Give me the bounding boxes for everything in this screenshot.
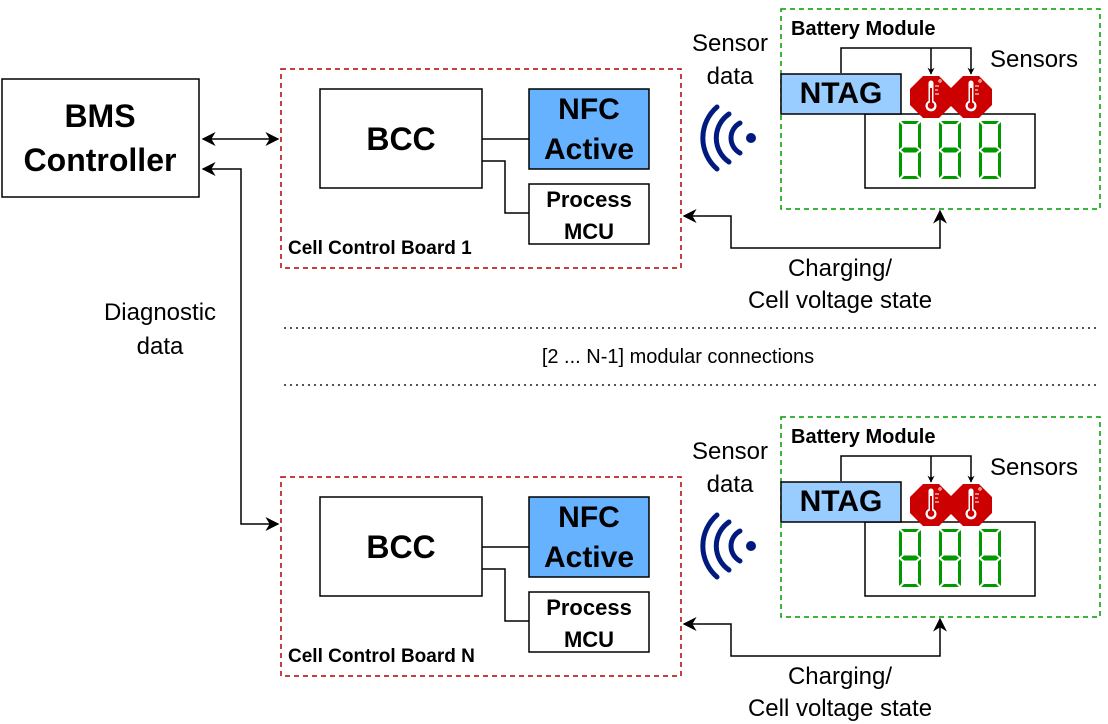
process-mcu-label-line2: MCU [564, 627, 614, 652]
sensors-label: Sensors [990, 46, 1078, 73]
ntag-label: NTAG [800, 485, 883, 518]
charging-state-link [682, 209, 947, 249]
ntag-box [780, 73, 902, 115]
cell-control-board-label: Cell Control Board N [288, 646, 475, 667]
wireless-signal-icon [703, 515, 756, 577]
board-group-1: BCC NFC Active Process MCU Cell Control … [280, 8, 1101, 314]
thermometer-icon [909, 483, 953, 527]
bcc-label: BCC [366, 121, 435, 157]
sensor-data-label-line2: data [707, 471, 754, 498]
thermometer-icon [909, 75, 953, 119]
nfc-label-line1: NFC [558, 93, 620, 126]
bcc-mcu-link [482, 160, 529, 214]
ntag-box [780, 481, 902, 523]
process-mcu-label-line2: MCU [564, 219, 614, 244]
bms-controller-label-line1: BMS [64, 98, 135, 134]
charging-label-line2: Cell voltage state [748, 695, 932, 722]
process-mcu-label-line1: Process [546, 595, 632, 620]
diagnostic-link [201, 162, 280, 531]
sensor-data-label-line2: data [707, 63, 754, 90]
charging-label-line1: Charging/ [788, 663, 892, 690]
sensor-data-label-line1: Sensor [692, 30, 768, 57]
sensor-bus-line [840, 455, 975, 483]
nfc-label-line2: Active [544, 133, 634, 166]
thermometer-icon [949, 483, 993, 527]
process-mcu-label-line1: Process [546, 187, 632, 212]
battery-module-label: Battery Module [791, 18, 935, 40]
bcc-box [319, 88, 483, 189]
nfc-active-box [528, 88, 650, 170]
bms-controller-label-line2: Controller [24, 142, 177, 178]
sensors-label: Sensors [990, 454, 1078, 481]
nfc-label-line1: NFC [558, 501, 620, 534]
cell-control-board-frame [280, 68, 682, 269]
board-group-n: BCC NFC Active Process MCU Cell Control … [280, 416, 1101, 722]
cell-control-board-frame [280, 476, 682, 677]
nfc-label-line2: Active [544, 541, 634, 574]
charging-state-link [682, 617, 947, 657]
thermometer-icon [949, 75, 993, 119]
charging-label-line2: Cell voltage state [748, 287, 932, 314]
ntag-label: NTAG [800, 77, 883, 110]
bcc-label: BCC [366, 529, 435, 565]
diagnostic-label-line1: Diagnostic [104, 299, 216, 326]
process-mcu-box [528, 591, 650, 653]
nfc-active-box [528, 496, 650, 578]
process-mcu-box [528, 183, 650, 245]
diagnostic-label-line2: data [137, 333, 184, 360]
battery-module-label: Battery Module [791, 426, 935, 448]
bcc-mcu-link [482, 568, 529, 622]
bms-controller-box [1, 78, 200, 198]
wireless-signal-icon [703, 107, 756, 169]
charging-label-line1: Charging/ [788, 255, 892, 282]
modular-connections-label: [2 ... N-1] modular connections [542, 346, 814, 368]
cell-control-board-label: Cell Control Board 1 [288, 238, 472, 259]
sensor-bus-line [840, 47, 975, 75]
sensor-data-label-line1: Sensor [692, 438, 768, 465]
